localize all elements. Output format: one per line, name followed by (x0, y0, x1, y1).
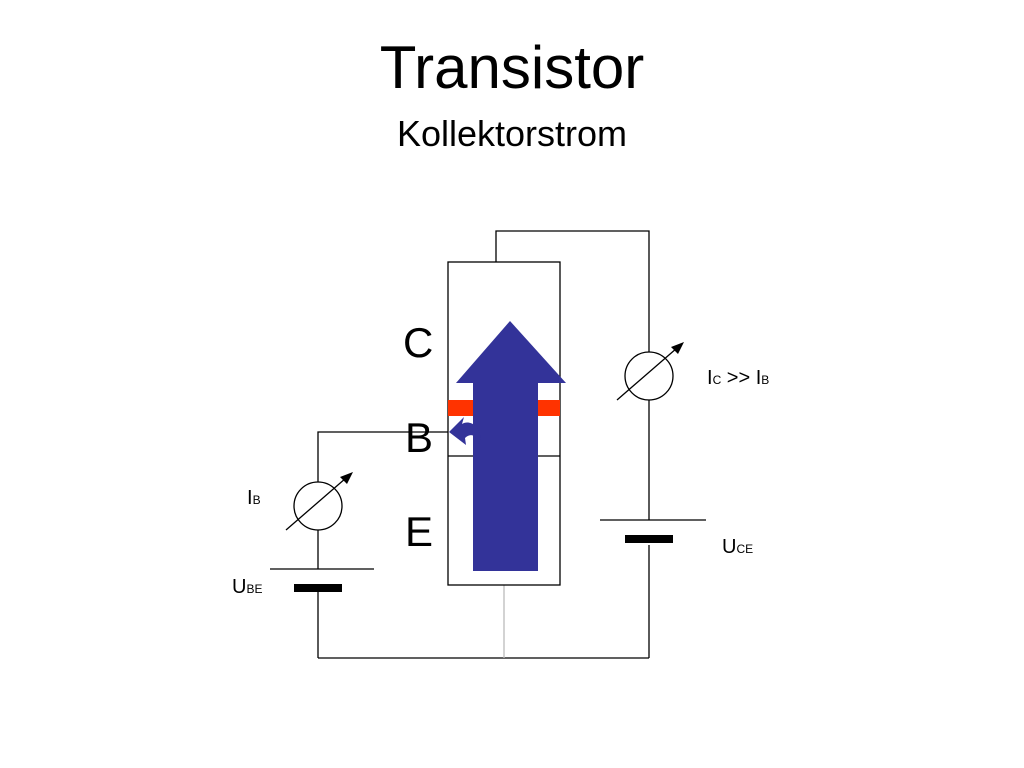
uce-subscript: CE (736, 542, 753, 556)
collector-current-label: IC >> IB (707, 367, 769, 389)
compare-current-symbol: I (756, 367, 762, 389)
collector-emitter-battery (600, 519, 706, 543)
base-current-subscript: B (253, 493, 261, 507)
slide-title: Transistor (379, 34, 645, 101)
collector-meter-arrowhead-icon (671, 342, 684, 354)
base-current-meter (285, 472, 353, 531)
base-wire (317, 431, 448, 482)
slide-subtitle: Kollektorstrom (396, 113, 628, 154)
collector-current-subscript: C (713, 373, 722, 387)
emitter-label: E (405, 508, 433, 555)
base-label: B (405, 414, 433, 461)
base-current-arrow (449, 417, 481, 445)
collector-wire (495, 230, 650, 352)
base-emitter-voltage-label: UBE (232, 576, 262, 598)
collector-current-symbol: I (707, 367, 713, 389)
base-meter-needle (285, 477, 347, 531)
collector-current-meter (616, 342, 684, 401)
base-current-label: IB (247, 487, 261, 509)
collector-emitter-voltage-label: UCE (722, 536, 753, 558)
compare-current-subscript: B (761, 373, 769, 387)
base-meter-circle (293, 481, 343, 531)
ube-subscript: BE (246, 582, 262, 596)
current-relation: >> (721, 367, 755, 389)
collector-meter-circle (624, 351, 674, 401)
base-meter-arrowhead-icon (340, 472, 353, 484)
base-current-symbol: I (247, 487, 253, 509)
ube-symbol: U (232, 576, 246, 598)
collector-battery-short-plate (625, 535, 673, 543)
collector-label: C (403, 319, 433, 366)
collector-current-arrow (456, 321, 566, 571)
base-emitter-battery (270, 568, 374, 592)
uce-symbol: U (722, 536, 736, 558)
collector-meter-needle (616, 347, 678, 401)
base-battery-short-plate (294, 584, 342, 592)
